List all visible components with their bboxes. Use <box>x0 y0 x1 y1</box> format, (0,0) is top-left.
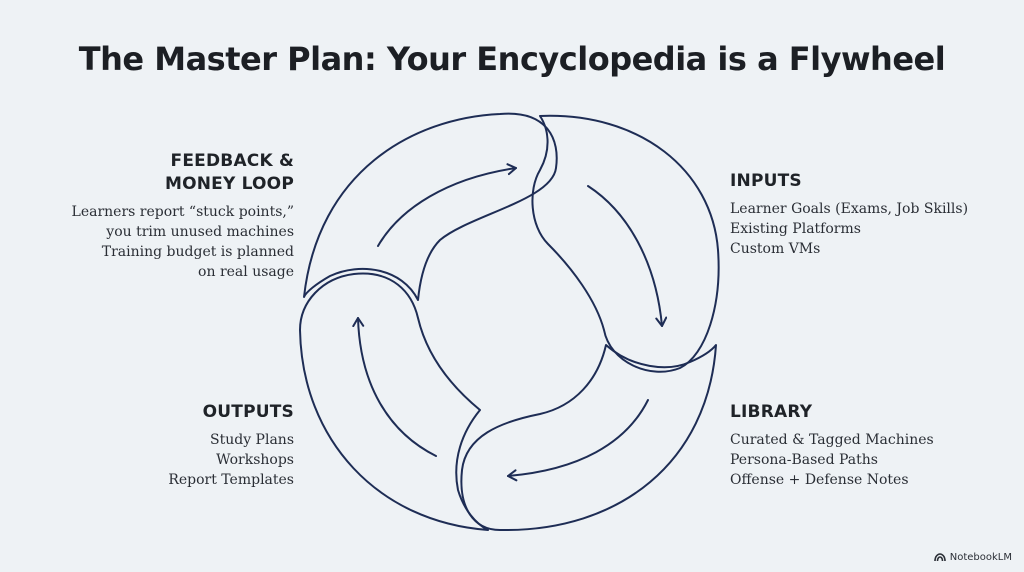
feedback-section: FEEDBACK & MONEY LOOP Learners report “s… <box>72 150 294 282</box>
library-line-2: Persona-Based Paths <box>730 452 878 468</box>
feedback-line-1: Learners report “stuck points,” <box>71 204 294 220</box>
library-line-1: Curated & Tagged Machines <box>730 432 934 448</box>
library-line-3: Offense + Defense Notes <box>730 472 909 488</box>
feedback-line-4: on real usage <box>198 264 294 280</box>
feedback-heading-line-2: MONEY LOOP <box>164 174 294 194</box>
inputs-line-2: Existing Platforms <box>730 221 861 237</box>
flywheel-segment-feedback <box>303 112 558 301</box>
flywheel-segment-inputs <box>531 114 720 373</box>
feedback-line-2: you trim unused machines <box>106 224 294 240</box>
flow-arrow-right <box>587 185 668 327</box>
notebooklm-label: NotebookLM <box>949 552 1012 563</box>
page-title: The Master Plan: Your Encyclopedia is a … <box>78 40 946 78</box>
outputs-section: OUTPUTS Study Plans Workshops Report Tem… <box>168 401 294 490</box>
library-heading: LIBRARY <box>730 402 813 422</box>
flow-arrow-left <box>352 317 437 457</box>
flywheel-segment-outputs <box>299 272 489 531</box>
feedback-line-3: Training budget is planned <box>101 244 294 260</box>
inputs-heading: INPUTS <box>730 171 802 191</box>
inputs-line-1: Learner Goals (Exams, Job Skills) <box>730 201 969 217</box>
notebooklm-logo-icon <box>933 553 946 562</box>
outputs-heading: OUTPUTS <box>202 402 294 422</box>
flow-arrow-top <box>377 163 517 247</box>
flywheel-segment-library <box>460 344 717 532</box>
outputs-line-3: Report Templates <box>168 472 294 488</box>
library-section: LIBRARY Curated & Tagged Machines Person… <box>730 401 934 490</box>
notebooklm-badge: NotebookLM <box>933 552 1012 563</box>
feedback-heading-line-1: FEEDBACK & <box>170 151 294 171</box>
flow-arrow-bottom <box>506 399 649 482</box>
inputs-line-3: Custom VMs <box>730 241 821 257</box>
outputs-line-2: Workshops <box>216 452 294 468</box>
outputs-line-1: Study Plans <box>210 432 294 448</box>
inputs-section: INPUTS Learner Goals (Exams, Job Skills)… <box>730 170 968 259</box>
